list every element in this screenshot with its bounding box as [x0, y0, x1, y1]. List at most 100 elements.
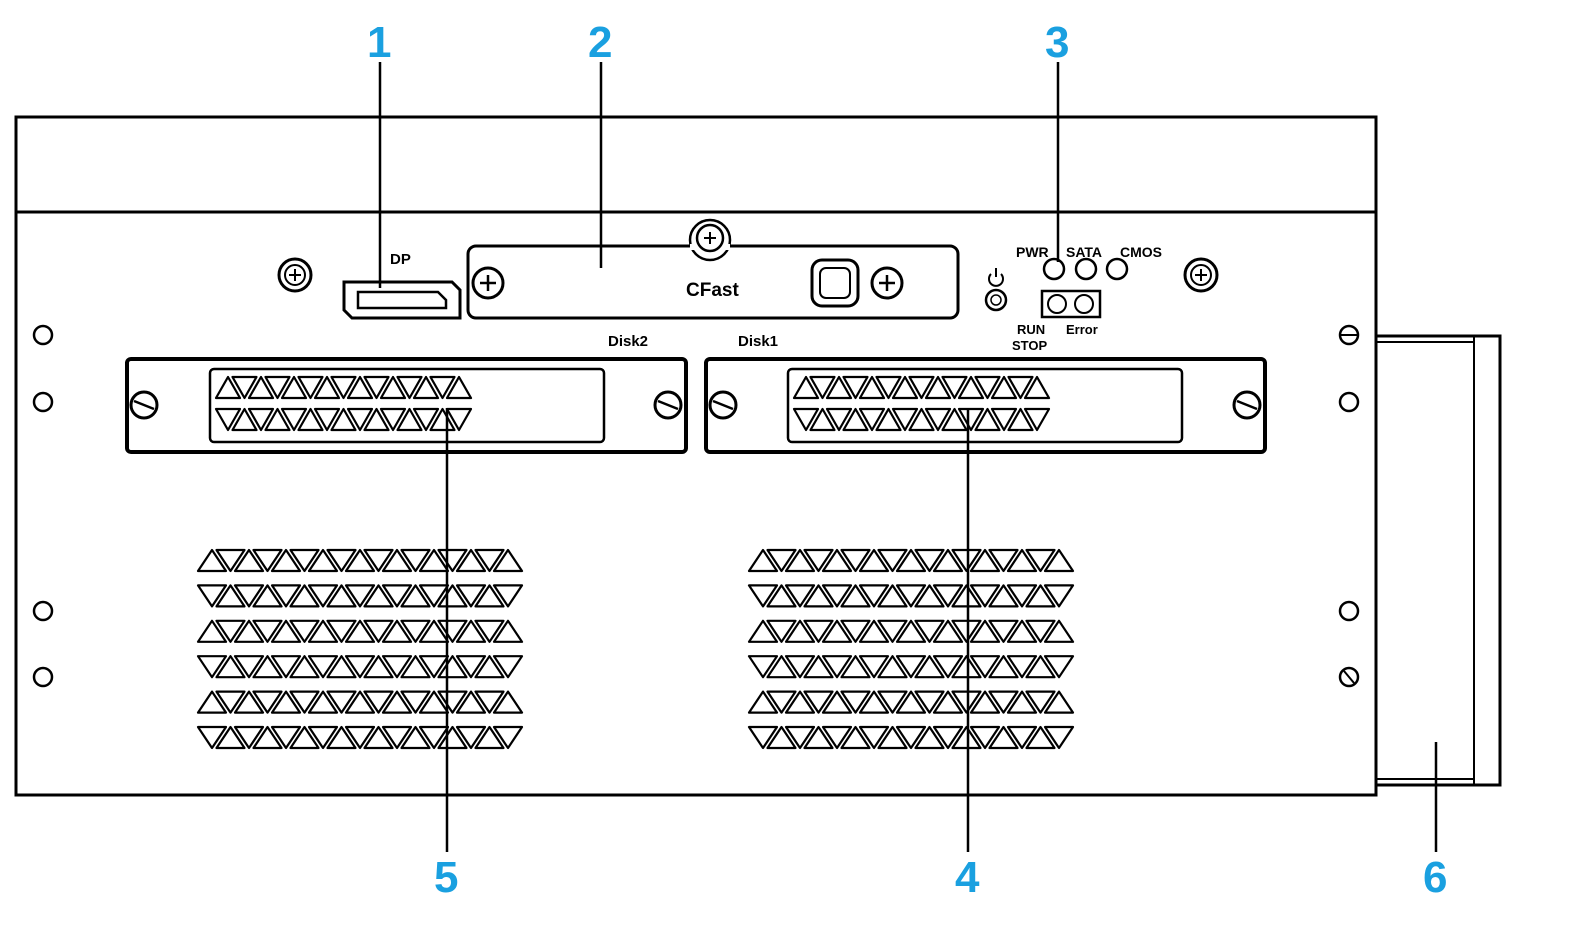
vent-triangle-icon	[858, 548, 890, 573]
vent-triangle-icon	[412, 407, 440, 432]
vent-triangle-icon	[932, 655, 964, 679]
vent-triangle-icon	[196, 584, 228, 608]
vent-triangle-icon	[877, 548, 908, 573]
vent-triangle-icon	[908, 407, 935, 432]
disk1-label: Disk1	[738, 333, 778, 350]
vent-triangle-icon	[307, 725, 339, 750]
ventilation-grille-right	[747, 548, 1075, 750]
cfast-label: CFast	[686, 280, 739, 301]
vent-triangle-icon	[821, 690, 853, 714]
vent-triangle-icon	[474, 584, 505, 608]
vent-triangle-icon	[196, 548, 228, 573]
vent-triangle-icon	[270, 725, 302, 750]
vent-triangle-icon	[895, 690, 927, 714]
vent-triangle-icon	[840, 584, 871, 608]
vent-triangle-icon	[307, 655, 339, 679]
vent-triangle-icon	[326, 584, 357, 608]
vent-triangle-icon	[1007, 407, 1034, 432]
vent-triangle-icon	[297, 375, 324, 400]
vent-triangle-icon	[233, 619, 265, 643]
vent-triangle-icon	[474, 655, 505, 679]
run-label: RUN	[1017, 322, 1045, 337]
vent-triangle-icon	[840, 690, 871, 714]
vent-triangle-icon	[766, 690, 797, 714]
vent-triangle-icon	[969, 690, 1001, 714]
vent-triangle-icon	[429, 375, 456, 400]
vent-triangle-icon	[445, 407, 473, 432]
vent-triangle-icon	[784, 725, 816, 750]
vent-triangle-icon	[969, 619, 1001, 643]
vent-triangle-icon	[396, 375, 423, 400]
vent-triangle-icon	[821, 655, 853, 679]
vent-triangle-icon	[821, 619, 853, 643]
vent-triangle-icon	[924, 407, 952, 432]
vent-triangle-icon	[858, 407, 886, 432]
vent-triangle-icon	[247, 407, 275, 432]
sata-label: SATA	[1066, 244, 1102, 260]
vent-triangle-icon	[455, 690, 487, 714]
vent-triangle-icon	[344, 548, 376, 573]
vent-triangle-icon	[840, 619, 871, 643]
vent-triangle-icon	[381, 619, 413, 643]
vent-triangle-icon	[326, 725, 357, 750]
vent-triangle-icon	[289, 655, 320, 679]
vent-triangle-icon	[307, 690, 339, 714]
vent-triangle-icon	[418, 584, 450, 608]
vent-triangle-icon	[330, 407, 357, 432]
vent-triangle-icon	[969, 548, 1001, 573]
vent-triangle-icon	[363, 725, 394, 750]
disk2-bay	[125, 357, 688, 454]
vent-triangle-icon	[418, 619, 450, 643]
status-leds: PWR SATA CMOS RUN STOP Error	[1012, 244, 1162, 353]
vent-triangle-icon	[988, 548, 1019, 573]
vent-triangle-icon	[252, 725, 283, 750]
vent-triangle-icon	[437, 619, 468, 643]
vent-triangle-icon	[821, 584, 853, 608]
screw-icon	[277, 257, 313, 293]
vent-triangle-icon	[233, 584, 265, 608]
vent-triangle-icon	[307, 584, 339, 608]
vent-triangle-icon	[941, 375, 968, 400]
vent-triangle-icon	[877, 725, 908, 750]
vent-triangle-icon	[400, 690, 431, 714]
vent-triangle-icon	[957, 407, 985, 432]
vent-triangle-icon	[914, 655, 945, 679]
vent-triangle-icon	[766, 725, 797, 750]
vent-triangle-icon	[957, 375, 985, 400]
vent-triangle-icon	[842, 407, 869, 432]
vent-triangle-icon	[381, 655, 413, 679]
vent-triangle-icon	[858, 690, 890, 714]
disk2-label: Disk2	[608, 333, 648, 350]
vent-triangle-icon	[252, 548, 283, 573]
vent-triangle-icon	[196, 725, 228, 750]
led-error	[1074, 294, 1094, 314]
vent-triangle-icon	[792, 375, 820, 400]
vent-triangle-icon	[231, 407, 258, 432]
vent-triangle-icon	[474, 548, 505, 573]
vent-triangle-icon	[252, 584, 283, 608]
vent-triangle-icon	[1025, 548, 1056, 573]
vent-triangle-icon	[270, 655, 302, 679]
vent-triangle-icon	[233, 655, 265, 679]
vent-triangle-icon	[803, 548, 834, 573]
vent-triangle-icon	[214, 375, 242, 400]
vent-triangle-icon	[895, 655, 927, 679]
callout-2: 2	[588, 18, 612, 67]
vent-triangle-icon	[492, 619, 524, 643]
vent-triangle-icon	[988, 655, 1019, 679]
vent-triangle-icon	[289, 548, 320, 573]
vent-triangle-icon	[344, 584, 376, 608]
vent-triangle-icon	[280, 407, 308, 432]
vent-triangle-icon	[858, 619, 890, 643]
disk2-vent	[214, 375, 473, 432]
vent-triangle-icon	[231, 375, 258, 400]
vent-triangle-icon	[803, 619, 834, 643]
vent-triangle-icon	[858, 725, 890, 750]
vent-triangle-icon	[784, 655, 816, 679]
vent-triangle-icon	[1043, 690, 1075, 714]
vent-triangle-icon	[1043, 584, 1075, 608]
vent-triangle-icon	[858, 655, 890, 679]
vent-triangle-icon	[895, 584, 927, 608]
vent-triangle-icon	[747, 584, 779, 608]
